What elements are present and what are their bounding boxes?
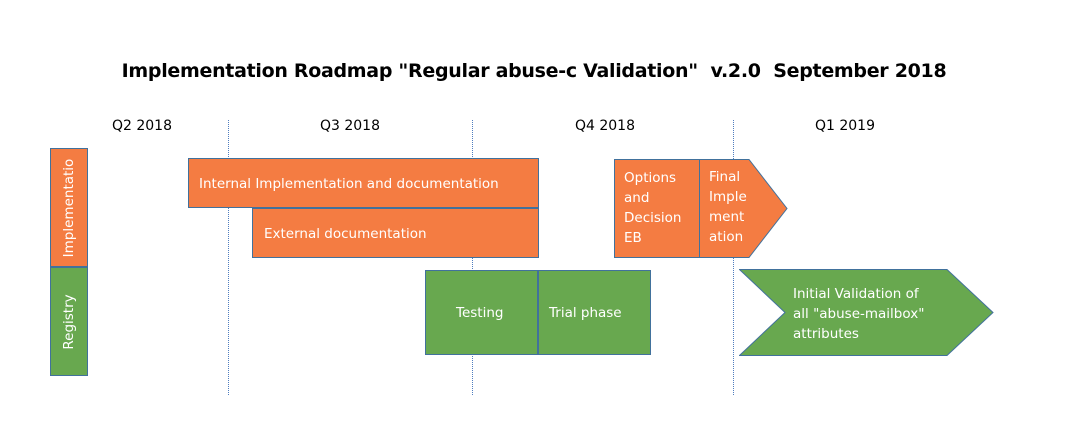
task-final-implementation-arrow	[699, 159, 788, 258]
lane-implementation-label: Implementatio	[61, 158, 77, 257]
task-testing-label: Testing	[456, 305, 504, 321]
quarter-label-q2-2018: Q2 2018	[111, 118, 172, 134]
task-internal-implementation: Internal Implementation and documentatio…	[188, 158, 539, 208]
task-internal-implementation-label: Internal Implementation and documentatio…	[199, 176, 499, 192]
quarter-label-q4-2018: Q4 2018	[574, 118, 635, 134]
task-options-decision-eb-label: Options and Decision EB	[624, 170, 682, 246]
lane-registry-label: Registry	[61, 293, 77, 350]
task-options-decision-eb: Options and Decision EB	[614, 159, 700, 258]
page-title: Implementation Roadmap "Regular abuse-c …	[121, 60, 947, 82]
task-trial-phase-label: Trial phase	[549, 305, 622, 321]
task-initial-validation-chevron	[739, 269, 994, 356]
quarter-label-q3-2018: Q3 2018	[319, 118, 380, 134]
lane-registry: Registry	[50, 267, 88, 376]
task-final-implementation-label: Final Imple ment ation	[709, 169, 747, 245]
task-initial-validation-label: Initial Validation of all "abuse-mailbox…	[793, 286, 925, 342]
quarter-divider-q2-q3	[228, 120, 229, 395]
quarter-label-q1-2019: Q1 2019	[814, 118, 875, 134]
task-trial-phase: Trial phase	[538, 270, 651, 355]
task-external-documentation-label: External documentation	[264, 226, 427, 242]
lane-implementation: Implementatio	[50, 148, 88, 267]
task-testing: Testing	[425, 270, 538, 355]
task-external-documentation: External documentation	[252, 208, 539, 258]
